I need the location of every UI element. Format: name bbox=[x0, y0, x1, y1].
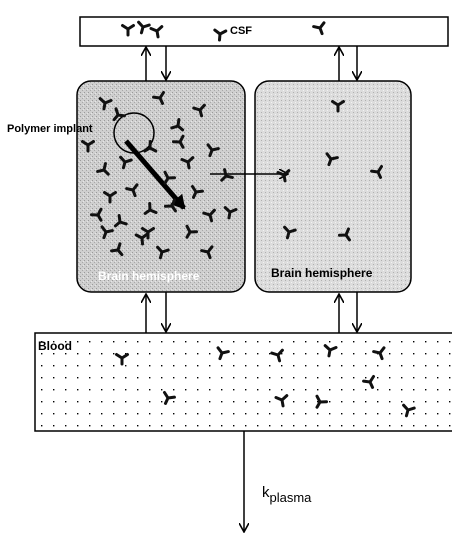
brain-hemisphere-left: Brain hemisphere bbox=[77, 81, 245, 292]
polymer-implant-label: Polymer implant bbox=[7, 123, 93, 135]
k-subscript: plasma bbox=[270, 490, 313, 505]
hemisphere-left-label: Brain hemisphere bbox=[98, 269, 200, 283]
csf-label: CSF bbox=[230, 25, 252, 37]
blood-compartment: Blood bbox=[35, 333, 452, 431]
brain-hemisphere-right: Brain hemisphere bbox=[255, 81, 411, 292]
k-plasma-label: kplasma bbox=[262, 484, 312, 505]
csf-compartment: CSF bbox=[80, 17, 448, 46]
blood-label: Blood bbox=[38, 339, 72, 353]
hemisphere-right-label: Brain hemisphere bbox=[271, 266, 373, 280]
